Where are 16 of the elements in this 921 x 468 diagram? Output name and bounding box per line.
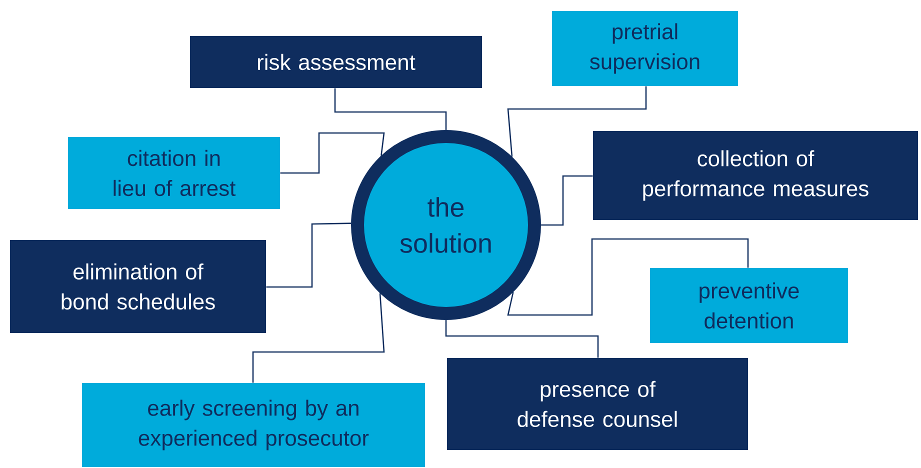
connector-line <box>266 222 352 288</box>
process-box: risk assessment <box>190 36 482 88</box>
process-box: preventive detention <box>650 268 848 343</box>
connector-line <box>252 293 385 383</box>
process-box: collection of performance measures <box>593 131 918 220</box>
process-box: elimination of bond schedules <box>10 240 266 333</box>
connector-line <box>541 175 593 226</box>
process-box: citation in lieu of arrest <box>68 137 280 209</box>
connector-line <box>507 86 647 157</box>
connector-line <box>507 238 749 316</box>
connector-line <box>445 320 599 358</box>
connector-line <box>334 88 447 130</box>
process-box: pretrial supervision <box>552 11 738 86</box>
process-box: presence of defense counsel <box>447 358 748 450</box>
process-box: early screening by an experienced prosecutor <box>82 383 425 467</box>
connector-line <box>280 132 385 174</box>
